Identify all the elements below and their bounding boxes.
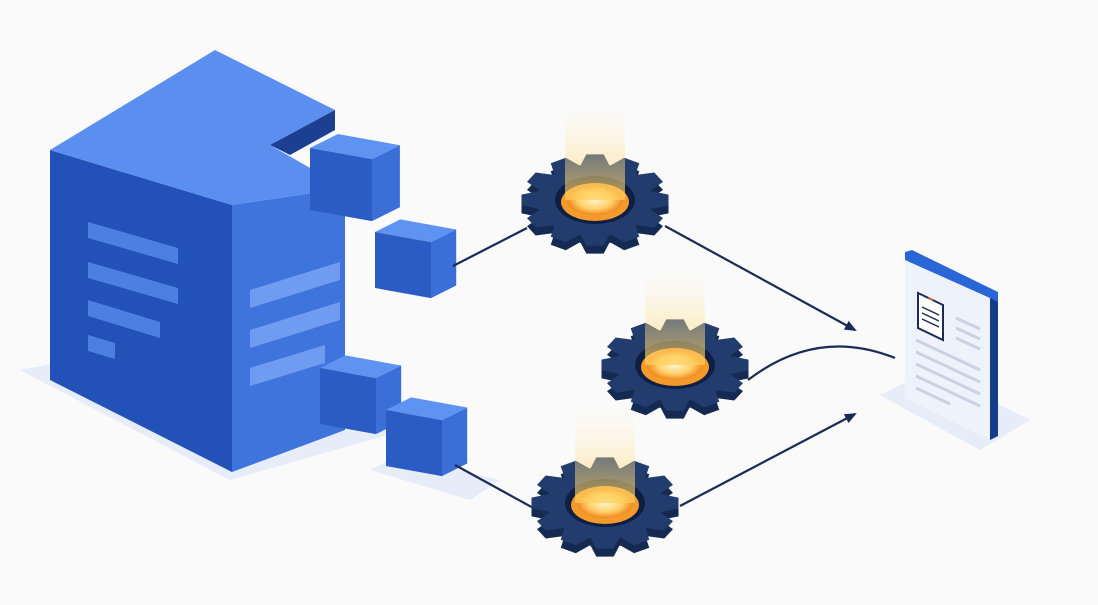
connector-arrow <box>664 225 857 331</box>
connector-line <box>454 464 538 511</box>
document-edge <box>990 296 998 440</box>
building-notch <box>270 110 335 155</box>
data-cube-icon <box>320 355 402 435</box>
gear-icon <box>531 408 679 557</box>
building-stripes-left <box>88 222 178 359</box>
connector-curve <box>747 345 896 381</box>
document-icon <box>905 250 998 440</box>
gear-icon <box>521 105 669 254</box>
light-beam <box>565 105 625 200</box>
light-beam <box>645 270 705 365</box>
clipboard-icon <box>917 291 944 342</box>
data-cube-icon <box>375 219 457 299</box>
building-front-face <box>50 150 232 472</box>
building-stripes-right <box>250 262 340 386</box>
light-beam <box>575 408 635 503</box>
building-top-face <box>50 50 345 205</box>
document-text-lines <box>915 316 981 408</box>
data-cubes <box>310 134 468 477</box>
data-cube-icon <box>310 134 400 222</box>
document-header <box>905 250 998 302</box>
connectors <box>452 225 896 511</box>
gears <box>521 105 749 557</box>
data-cube-icon <box>386 397 468 477</box>
connector-arrow <box>679 413 857 507</box>
gear-icon <box>601 270 749 419</box>
database-building-icon <box>50 50 345 472</box>
connector-line <box>452 227 528 267</box>
